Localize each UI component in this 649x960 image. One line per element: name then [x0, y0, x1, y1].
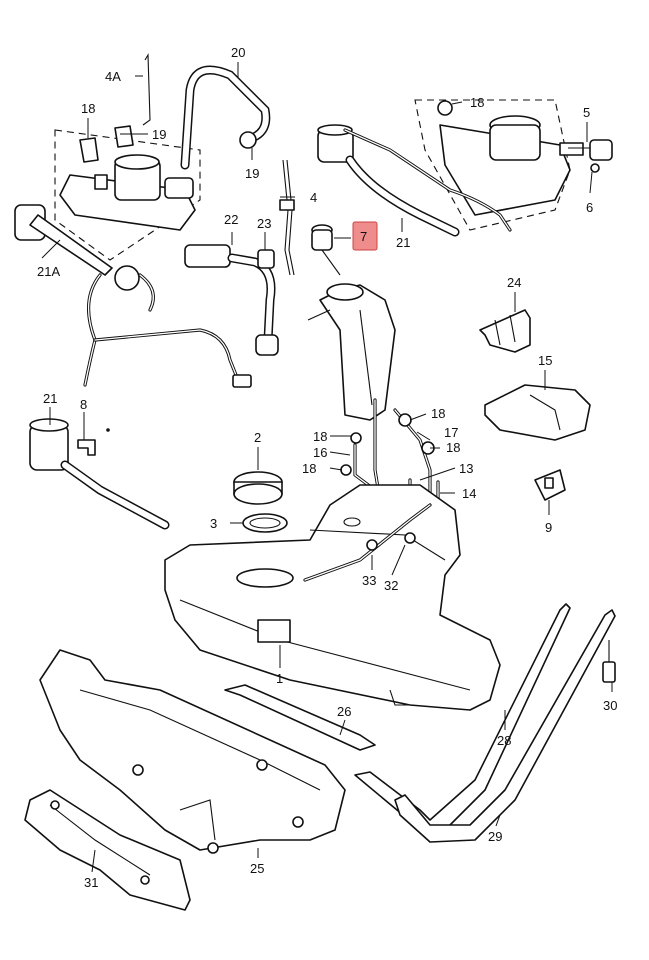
label-18-a: 18	[81, 101, 95, 116]
label-14: 14	[462, 486, 476, 501]
label-17: 17	[444, 425, 458, 440]
leader-lines	[41, 62, 613, 873]
label-18-c: 18	[431, 406, 445, 421]
fuel-tank	[164, 484, 501, 711]
label-5: 5	[583, 105, 590, 120]
bracket-parts-right	[479, 309, 591, 501]
label-30: 30	[603, 698, 617, 713]
label-31: 31	[84, 875, 98, 890]
label-18-d: 18	[446, 440, 460, 455]
part-labels: 4A 20 18 19 19 4 22 23 21A 18 5 6 21 7 2…	[37, 45, 617, 890]
top-left-vent-assembly	[14, 53, 295, 388]
label-21A: 21A	[37, 264, 60, 279]
label-20: 20	[231, 45, 245, 60]
label-22: 22	[224, 212, 238, 227]
label-18-f: 18	[302, 461, 316, 476]
mounting-strap-26	[224, 684, 376, 751]
label-25: 25	[250, 861, 264, 876]
label-18-e: 18	[313, 429, 327, 444]
label-3: 3	[210, 516, 217, 531]
label-4A: 4A	[105, 69, 121, 84]
label-9: 9	[545, 520, 552, 535]
label-6: 6	[586, 200, 593, 215]
label-21-a: 21	[396, 235, 410, 250]
label-18-b: 18	[470, 95, 484, 110]
label-4: 4	[310, 190, 317, 205]
label-19-b: 19	[245, 166, 259, 181]
label-8: 8	[80, 397, 87, 412]
label-7: 7	[360, 229, 367, 244]
label-28: 28	[497, 733, 511, 748]
label-21-b: 21	[43, 391, 57, 406]
label-16: 16	[313, 445, 327, 460]
label-15: 15	[538, 353, 552, 368]
label-26: 26	[337, 704, 351, 719]
label-29: 29	[488, 829, 502, 844]
label-24: 24	[507, 275, 521, 290]
highlight-part-7-box	[352, 221, 378, 251]
label-1: 1	[276, 671, 283, 686]
tank-straps	[354, 603, 616, 843]
top-right-filler-assembly	[307, 99, 613, 421]
bracket-31	[24, 789, 191, 911]
label-33: 33	[362, 573, 376, 588]
lock-ring-and-seal	[233, 471, 288, 533]
left-canister-21	[29, 418, 170, 530]
label-13: 13	[459, 461, 473, 476]
label-2: 2	[254, 430, 261, 445]
label-32: 32	[384, 578, 398, 593]
label-23: 23	[257, 216, 271, 231]
heat-shield	[39, 649, 346, 854]
label-19-a: 19	[152, 127, 166, 142]
